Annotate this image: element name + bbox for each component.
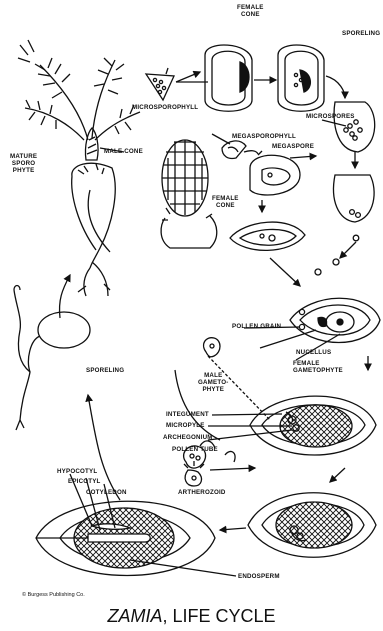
- male-cone-label: MALE CONE: [104, 148, 143, 155]
- sporeling-illustration: [14, 286, 90, 431]
- artherozoid-label: ARTHEROZOID: [178, 489, 226, 496]
- microsporophyll-illustration: [146, 68, 174, 100]
- nucellus-label: NUCELLUS: [296, 349, 331, 356]
- pollen-grain-label: POLLEN GRAIN: [232, 323, 281, 330]
- female-gametophyte-label: FEMALE GAMETOPHYTE: [293, 360, 343, 374]
- ovule-stage-2: [278, 45, 324, 111]
- male-gametophyte-illustration: [204, 338, 220, 357]
- figure-title-rest: , LIFE CYCLE: [162, 606, 275, 626]
- megasporophyll-illustration: [222, 141, 258, 159]
- sporeling-top-label: SPORELING: [342, 30, 380, 37]
- cotyledon-label: COTYLEDON: [86, 489, 127, 496]
- mature-sporophyte-label: MATURE SPORO PHYTE: [10, 153, 37, 174]
- hypocotyl-label: HYPOCOTYL: [57, 468, 97, 475]
- figure-title: ZAMIA, LIFE CYCLE: [0, 606, 383, 627]
- male-gametophyte-label: MALE GAMETO- PHYTE: [198, 372, 229, 393]
- endosperm-label: ENDOSPERM: [238, 573, 280, 580]
- epicotyl-label: EPICOTYL: [68, 478, 101, 485]
- female-cone-illustration: [161, 140, 217, 248]
- publisher-credit: © Burgess Publishing Co.: [22, 592, 85, 598]
- ovule-stage-1: [205, 45, 252, 111]
- ovule-stage-4: [230, 222, 305, 250]
- pollen-tube-label: POLLEN TUBE: [172, 446, 218, 453]
- microsporophyll-label: MICROSPOROPHYLL: [132, 104, 198, 111]
- figure-title-genus: ZAMIA: [107, 606, 162, 626]
- microspore-release: [315, 175, 374, 275]
- pollination-ovule: [290, 298, 380, 342]
- micropyle-label: MICROPYLE: [166, 422, 205, 429]
- pollen-tube-illustration: [184, 441, 235, 468]
- integument-label: INTEGUMENT: [166, 411, 209, 418]
- female-cone-mid-label: FEMALE CONE: [212, 195, 239, 209]
- microspores-label: MICROSPORES: [306, 113, 355, 120]
- seed-development: [248, 493, 376, 558]
- ovule-stage-3: [250, 155, 300, 195]
- megasporophyll-label: MEGASPOROPHYLL: [232, 133, 296, 140]
- microsporangium: [334, 102, 375, 152]
- megaspore-label: MEGASPORE: [272, 143, 314, 150]
- mature-seed-with-embryo: [36, 501, 215, 575]
- archegonium-label: ARCHEGONIUM: [163, 434, 213, 441]
- female-cone-top-label: FEMALE CONE: [237, 4, 264, 18]
- sporeling-left-label: SPORELING: [86, 367, 124, 374]
